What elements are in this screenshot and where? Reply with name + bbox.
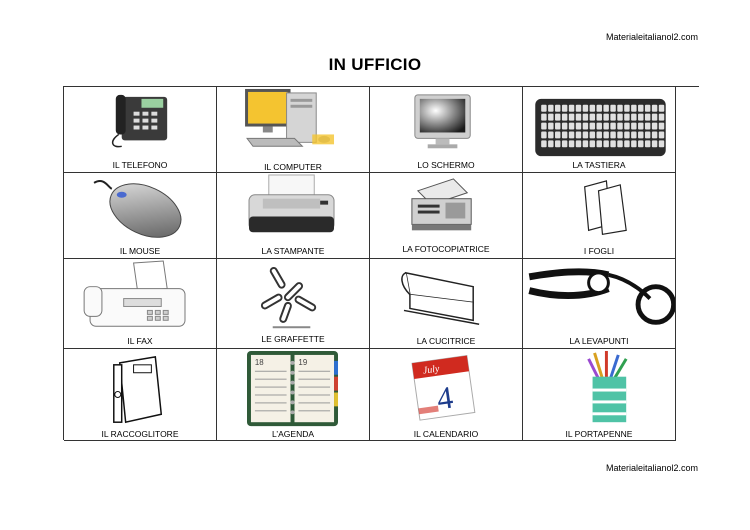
fax-icon <box>83 260 186 327</box>
item-label: IL COMPUTER <box>264 162 322 172</box>
item-label: LE GRAFFETTE <box>261 334 325 344</box>
mouse-icon <box>93 180 182 238</box>
item-label: I FOGLI <box>583 246 615 256</box>
grid-cell-fax: IL FAX <box>64 259 217 349</box>
agenda-icon: 18 19 <box>247 350 339 427</box>
item-label: IL TELEFONO <box>112 160 168 170</box>
vocabulary-grid: IL TELEFONO IL COMPUTER <box>63 86 699 441</box>
item-label: IL MOUSE <box>119 246 161 256</box>
printer-icon <box>248 174 335 233</box>
grid-cell-fotocopiatrice: LA FOTOCOPIATRICE <box>370 173 523 259</box>
grid-cell-raccoglitore: IL RACCOGLITORE <box>64 349 217 441</box>
grid-cell-cucitrice: LA CUCITRICE <box>370 259 523 349</box>
item-label: IL RACCOGLITORE <box>101 429 179 439</box>
grid-cell-tastiera: LA TASTIERA <box>523 87 676 173</box>
agenda-left-day: 18 <box>255 358 264 367</box>
sheets-icon <box>584 180 627 235</box>
item-label: LA LEVAPUNTI <box>569 336 629 346</box>
binder-icon <box>113 356 163 424</box>
item-label: LO SCHERMO <box>417 160 475 170</box>
grid-cell-levapunti: LA LEVAPUNTI <box>523 259 676 349</box>
item-label: LA CUCITRICE <box>416 336 476 346</box>
calendar-day: 4 <box>435 380 456 417</box>
agenda-right-day: 19 <box>298 358 307 367</box>
grid-row: IL RACCOGLITORE 18 19 L’AGENDA <box>64 349 699 441</box>
pen-holder-icon <box>587 350 628 423</box>
item-label: LA TASTIERA <box>572 160 626 170</box>
grid-row: IL TELEFONO IL COMPUTER <box>64 87 699 173</box>
grid-cell-graffette: LE GRAFFETTE <box>217 259 370 349</box>
page-title: IN UFFICIO <box>328 55 422 74</box>
grid-row: IL MOUSE LA STAMPANTE LA FOTOCOPIATRICE <box>64 173 699 259</box>
grid-cell-portapenne: IL PORTAPENNE <box>523 349 676 441</box>
grid-cell-mouse: IL MOUSE <box>64 173 217 259</box>
grid-cell-stampante: LA STAMPANTE <box>217 173 370 259</box>
computer-icon <box>245 88 335 147</box>
grid-cell-agenda: 18 19 L’AGENDA <box>217 349 370 441</box>
staple-remover-icon <box>528 268 675 325</box>
calendar-icon: July 4 <box>411 355 476 421</box>
telephone-icon <box>111 94 168 148</box>
site-url-bottom: Materialeitalianol2.com <box>605 463 698 473</box>
paperclips-icon <box>260 266 317 329</box>
item-label: LA FOTOCOPIATRICE <box>402 244 490 254</box>
grid-cell-fogli: I FOGLI <box>523 173 676 259</box>
site-url-top: Materialeitalianol2.com <box>605 32 698 42</box>
item-label: IL PORTAPENNE <box>565 429 633 439</box>
item-label: IL CALENDARIO <box>413 429 479 439</box>
grid-cell-telefono: IL TELEFONO <box>64 87 217 173</box>
item-label: IL FAX <box>127 336 153 346</box>
calendar-month: July <box>422 363 440 376</box>
monitor-icon <box>414 94 471 149</box>
grid-cell-computer: IL COMPUTER <box>217 87 370 173</box>
item-label: LA STAMPANTE <box>261 246 325 256</box>
photocopier-icon <box>411 178 472 231</box>
item-label: L’AGENDA <box>271 429 315 439</box>
grid-cell-schermo: LO SCHERMO <box>370 87 523 173</box>
grid-cell-calendario: July 4 IL CALENDARIO <box>370 349 523 441</box>
grid-row: IL FAX LE GRAFFETTE LA <box>64 259 699 349</box>
stapler-icon <box>401 271 480 325</box>
keyboard-icon <box>535 98 666 157</box>
